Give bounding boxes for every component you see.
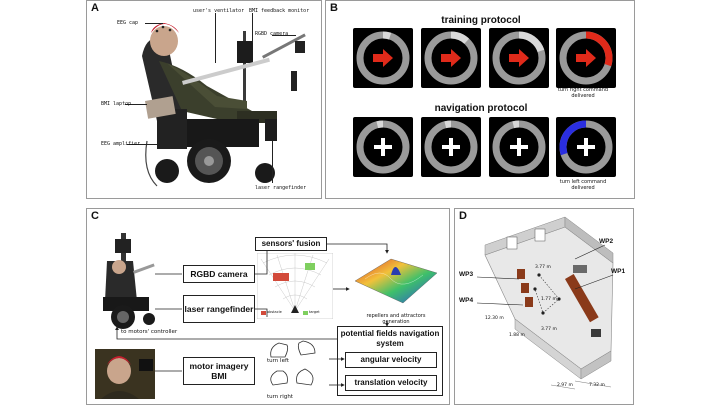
motor-imagery-bmi-box: motor imagery BMI bbox=[183, 357, 255, 385]
repellers-label: repellers and attractors generation bbox=[366, 313, 426, 325]
navigation-protocol-title: navigation protocol bbox=[434, 103, 528, 114]
dimension-label: 12.30 m bbox=[485, 316, 504, 321]
training-feedback-screen-1 bbox=[353, 28, 413, 88]
label-eeg-cap: EEG cap bbox=[117, 20, 139, 26]
progress-arc bbox=[382, 31, 392, 40]
leader-line bbox=[145, 23, 163, 24]
panel-c-architecture: C RGBD camera laser rangefinder motor im… bbox=[86, 208, 450, 405]
dimension-label: 3.77 m bbox=[535, 265, 551, 270]
label-laser: laser rangefinder bbox=[255, 185, 307, 191]
progress-arc bbox=[585, 31, 613, 67]
progress-arc bbox=[444, 120, 452, 129]
training-feedback-screen-4 bbox=[556, 28, 616, 88]
panel-a-letter: A bbox=[91, 2, 99, 14]
progress-arc bbox=[450, 31, 470, 44]
navigation-feedback-screen-4 bbox=[556, 117, 616, 177]
panel-d-environment-map: D bbox=[454, 208, 634, 405]
right-arrow-icon bbox=[509, 49, 529, 67]
potential-fields-system bbox=[337, 326, 443, 396]
label-feedback-monitor: BMI feedback monitor bbox=[249, 8, 310, 14]
leader-line bbox=[125, 104, 147, 105]
right-arrow-icon bbox=[576, 49, 596, 67]
leader-line bbox=[127, 144, 159, 145]
leader-line bbox=[252, 13, 253, 43]
progress-arc bbox=[559, 120, 587, 156]
label-laptop: BMI laptop bbox=[101, 101, 132, 107]
label-eeg-amplifier: EEG amplifier bbox=[101, 141, 141, 147]
floor-plan-3d bbox=[476, 216, 614, 390]
potential-field-surface bbox=[354, 258, 438, 304]
legend-target: target bbox=[309, 310, 320, 314]
dimension-label: 7.32 m bbox=[589, 383, 605, 388]
fixation-cross-icon bbox=[374, 138, 392, 156]
progress-arc bbox=[376, 120, 384, 129]
leader-line bbox=[215, 13, 216, 63]
panel-b-protocols: B training protocol navigation protocol … bbox=[325, 0, 635, 199]
label-rgbd-camera: RGBD camera bbox=[255, 31, 289, 37]
fixation-cross-icon bbox=[442, 138, 460, 156]
right-arrow-icon bbox=[441, 49, 461, 67]
potential-fields-title: potential fields navigation system bbox=[338, 327, 442, 351]
training-protocol-title: training protocol bbox=[441, 15, 521, 26]
waypoint-wp1: WP1 bbox=[611, 268, 626, 275]
training-feedback-screen-2 bbox=[421, 28, 481, 88]
waypoint-wp2: WP2 bbox=[599, 238, 614, 245]
to-motors-label: to motors' controller bbox=[121, 329, 178, 335]
fixation-cross-icon bbox=[510, 138, 528, 156]
progress-arc bbox=[512, 120, 520, 129]
leader-line bbox=[272, 141, 273, 183]
panel-d-letter: D bbox=[459, 210, 467, 222]
turn-left-label: turn left bbox=[267, 358, 289, 364]
navigation-feedback-screen-1 bbox=[353, 117, 413, 177]
progress-arc bbox=[518, 31, 545, 53]
rgbd-camera-box: RGBD camera bbox=[183, 265, 255, 283]
occupancy-grid bbox=[257, 253, 333, 319]
translation-velocity-box: translation velocity bbox=[345, 375, 437, 391]
dimension-label: 2.97 m bbox=[557, 383, 573, 388]
right-arrow-icon bbox=[373, 49, 393, 67]
angular-velocity-box: angular velocity bbox=[345, 352, 437, 368]
wheelchair-thumbnail bbox=[103, 233, 155, 329]
training-feedback-screen-3 bbox=[489, 28, 549, 88]
wheelchair-photo bbox=[142, 23, 306, 187]
dimension-label: 1.88 m bbox=[509, 333, 525, 338]
training-caption: turn right command delivered bbox=[557, 87, 609, 99]
dimension-label: 3.77 m bbox=[541, 327, 557, 332]
turn-right-label: turn right bbox=[267, 394, 293, 400]
waypoint-wp3: WP3 bbox=[459, 271, 474, 278]
panel-a-wheelchair-setup: A EEG cap use bbox=[86, 0, 322, 199]
waypoint-wp4: WP4 bbox=[459, 297, 474, 304]
leader-line bbox=[272, 35, 296, 36]
sensors-fusion-box: sensors' fusion bbox=[255, 237, 327, 251]
user-photo bbox=[95, 349, 155, 399]
label-ventilator: user's ventilator bbox=[193, 8, 245, 14]
legend-obstacle: obstacle bbox=[267, 310, 282, 314]
hands-illustration bbox=[270, 340, 316, 386]
navigation-feedback-screen-2 bbox=[421, 117, 481, 177]
panel-b-letter: B bbox=[330, 2, 338, 14]
laser-rangefinder-box: laser rangefinder bbox=[183, 295, 255, 323]
panel-c-letter: C bbox=[91, 210, 99, 222]
fixation-cross-icon bbox=[577, 138, 595, 156]
dimension-label: 1.77 m bbox=[541, 297, 557, 302]
navigation-caption: turn left command delivered bbox=[559, 179, 607, 191]
navigation-feedback-screen-3 bbox=[489, 117, 549, 177]
